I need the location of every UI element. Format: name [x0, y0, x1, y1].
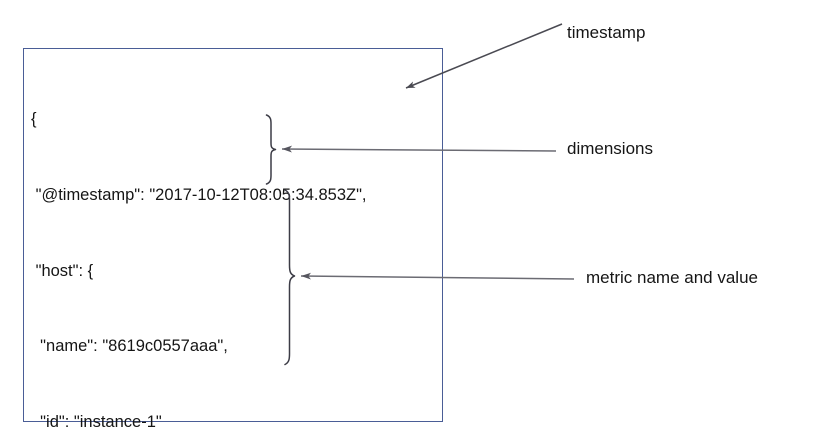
json-event-box — [23, 48, 443, 422]
json-line-1: "@timestamp": "2017-10-12T08:05:34.853Z"… — [31, 186, 367, 204]
annotation-label-dimensions: dimensions — [567, 139, 653, 158]
json-line-3: "name": "8619c0557aaa", — [31, 337, 228, 356]
json-code-block: { "@timestamp": "2017-10-12T08:05:34.853… — [31, 57, 451, 437]
json-line-2: "host": { — [31, 261, 94, 280]
json-line-4: "id": "instance-1" — [31, 412, 162, 431]
json-line-0: { — [31, 110, 37, 129]
annotation-label-timestamp: timestamp — [567, 23, 646, 42]
annotation-label-metric: metric name and value — [586, 268, 758, 287]
